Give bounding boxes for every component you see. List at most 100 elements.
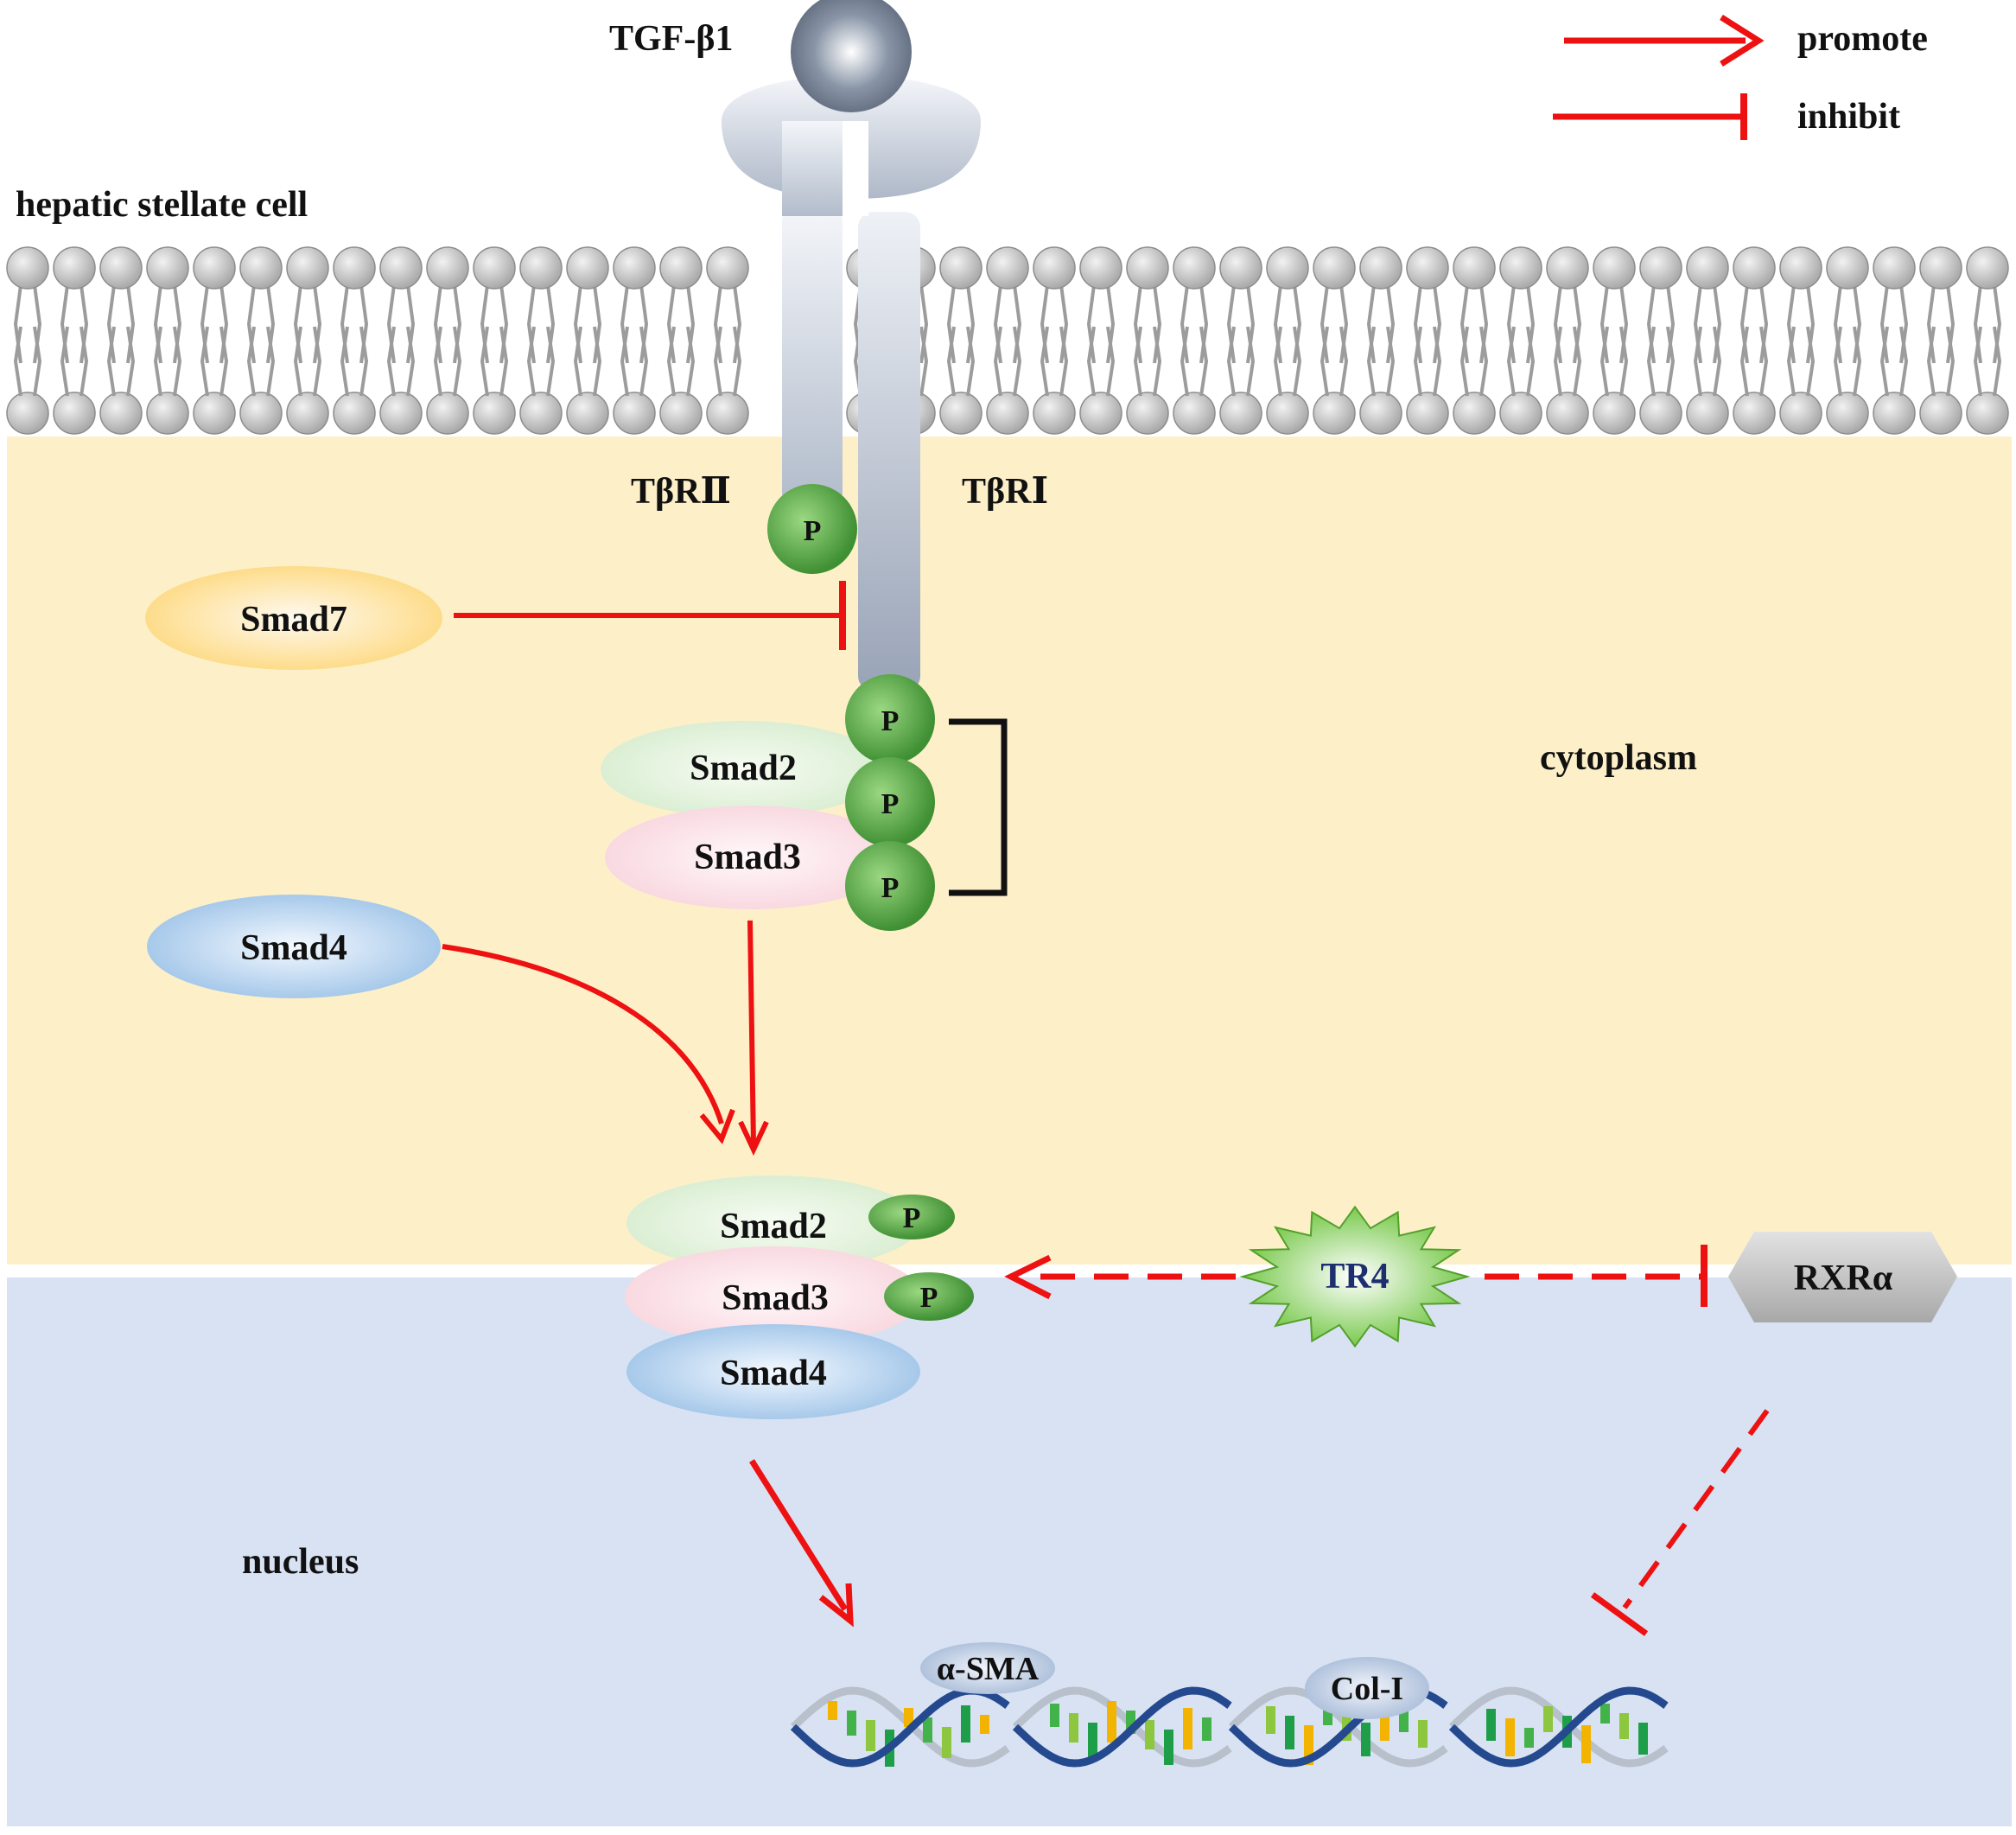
lipid-molecule: [426, 246, 469, 435]
phospho-label: P: [881, 788, 900, 820]
smad23-translocation-arrow: [747, 920, 756, 1146]
lipid-molecule: [379, 246, 423, 435]
ligand-label: TGF-β1: [609, 19, 733, 59]
lipid-molecule: [473, 246, 516, 435]
cell-membrane: [6, 246, 2009, 435]
lipid-molecule: [6, 246, 49, 435]
dna-segment: [1012, 1686, 1232, 1768]
lipid-molecule: [1873, 246, 1916, 435]
lipid-molecule: [1826, 246, 1869, 435]
lipid-molecule: [333, 246, 376, 435]
lipid-molecule: [1126, 246, 1169, 435]
complex-smad2-label: Smad2: [720, 1207, 827, 1246]
legend: promote inhibit: [1553, 15, 1928, 140]
receptor-2-phospho: P: [767, 484, 857, 574]
complex-smad2-phospho: P: [868, 1195, 955, 1239]
legend-promote-arrowhead: [1720, 15, 1765, 67]
transcription-arrow: [749, 1459, 848, 1611]
phospho-label: P: [903, 1202, 921, 1234]
smad7-oval: [145, 566, 442, 670]
smad4-label: Smad4: [240, 928, 347, 968]
receptor-1-label: TβRⅠ: [962, 472, 1048, 512]
phospho-label: P: [920, 1282, 938, 1314]
lipid-molecule: [1733, 246, 1776, 435]
tr4-promote-arrowhead: [1004, 1254, 1052, 1300]
lipid-molecule: [1966, 246, 2009, 435]
lipid-molecule: [1359, 246, 1402, 435]
nucleus-label: nucleus: [242, 1542, 359, 1582]
legend-promote-label: promote: [1797, 19, 1928, 59]
receptor-1-phospho: P: [845, 674, 935, 764]
dna-segment: [1448, 1686, 1669, 1768]
lipid-molecule: [1919, 246, 1962, 435]
lipid-molecule: [706, 246, 749, 435]
lipid-molecule: [1173, 246, 1216, 435]
lipid-molecule: [1639, 246, 1682, 435]
lipid-molecule: [1499, 246, 1542, 435]
tgf-ligand-sphere: [791, 0, 912, 112]
lipid-molecule: [566, 246, 609, 435]
phospho-label: P: [804, 515, 822, 547]
lipid-molecule: [519, 246, 563, 435]
lipid-molecule: [1079, 246, 1122, 435]
lipid-molecule: [1779, 246, 1822, 435]
nucleus-region: [7, 1277, 2012, 1826]
complex-smad4-label: Smad4: [720, 1354, 827, 1393]
complex-smad3-oval: [625, 1246, 922, 1347]
phospho-label: P: [881, 872, 900, 904]
phospho-badge: [845, 674, 935, 764]
receptor-1-stem: [858, 212, 920, 691]
receptor-2-label: TβRⅡ: [631, 472, 731, 512]
complex-smad2-oval: [626, 1176, 920, 1271]
lipid-molecule: [286, 246, 329, 435]
lipid-molecule: [1406, 246, 1449, 435]
smad4-oval: [147, 895, 441, 998]
gene-2-oval: [1305, 1657, 1429, 1719]
lipid-molecule: [193, 246, 236, 435]
phospho-badge: [845, 841, 935, 931]
gene-2-label: Col-I: [1331, 1671, 1403, 1707]
phospho-badge: [884, 1272, 974, 1321]
lipid-molecule: [939, 246, 983, 435]
lipid-molecule: [99, 246, 143, 435]
smad3-phospho: P: [845, 841, 935, 931]
lipid-molecule: [53, 246, 96, 435]
gene-1-label: α-SMA: [937, 1651, 1040, 1687]
cytoplasm-label: cytoplasm: [1540, 738, 1697, 778]
phospho-label: P: [881, 705, 900, 737]
lipid-molecule: [613, 246, 656, 435]
smad2-oval: [601, 721, 886, 818]
cell-label: hepatic stellate cell: [16, 185, 308, 225]
rxra-hexagon: [1728, 1232, 1957, 1322]
lipid-molecule: [1266, 246, 1309, 435]
tr4-label: TR4: [1320, 1257, 1389, 1297]
rxra-gene-inhibit-bar: [1590, 1592, 1649, 1636]
phospho-bracket: [949, 718, 1008, 896]
lipid-molecule: [1219, 246, 1262, 435]
lipid-molecule: [1313, 246, 1356, 435]
tr4-starburst: [1239, 1205, 1471, 1348]
legend-inhibit-label: inhibit: [1797, 97, 1900, 137]
lipid-molecule: [1033, 246, 1076, 435]
smad2-phospho: P: [845, 757, 935, 847]
cytoplasm-region: [7, 436, 2012, 1265]
receptor-2-stem: [782, 212, 843, 501]
smad3-label: Smad3: [694, 838, 801, 877]
gene-1-oval: [920, 1642, 1055, 1694]
smad2-label: Smad2: [690, 749, 797, 788]
rxra-label: RXRα: [1794, 1258, 1893, 1298]
lipid-molecule: [1453, 246, 1496, 435]
phospho-badge: [767, 484, 857, 574]
tgf-receptor-complex: [722, 0, 981, 691]
smad7-label: Smad7: [240, 600, 347, 640]
lipid-molecule: [239, 246, 283, 435]
lipid-molecule: [659, 246, 703, 435]
lipid-molecule: [986, 246, 1029, 435]
phospho-badge: [845, 757, 935, 847]
lipid-molecule: [146, 246, 189, 435]
smad3-oval: [605, 806, 899, 909]
lipid-molecule: [1686, 246, 1729, 435]
complex-smad4-oval: [626, 1324, 920, 1419]
